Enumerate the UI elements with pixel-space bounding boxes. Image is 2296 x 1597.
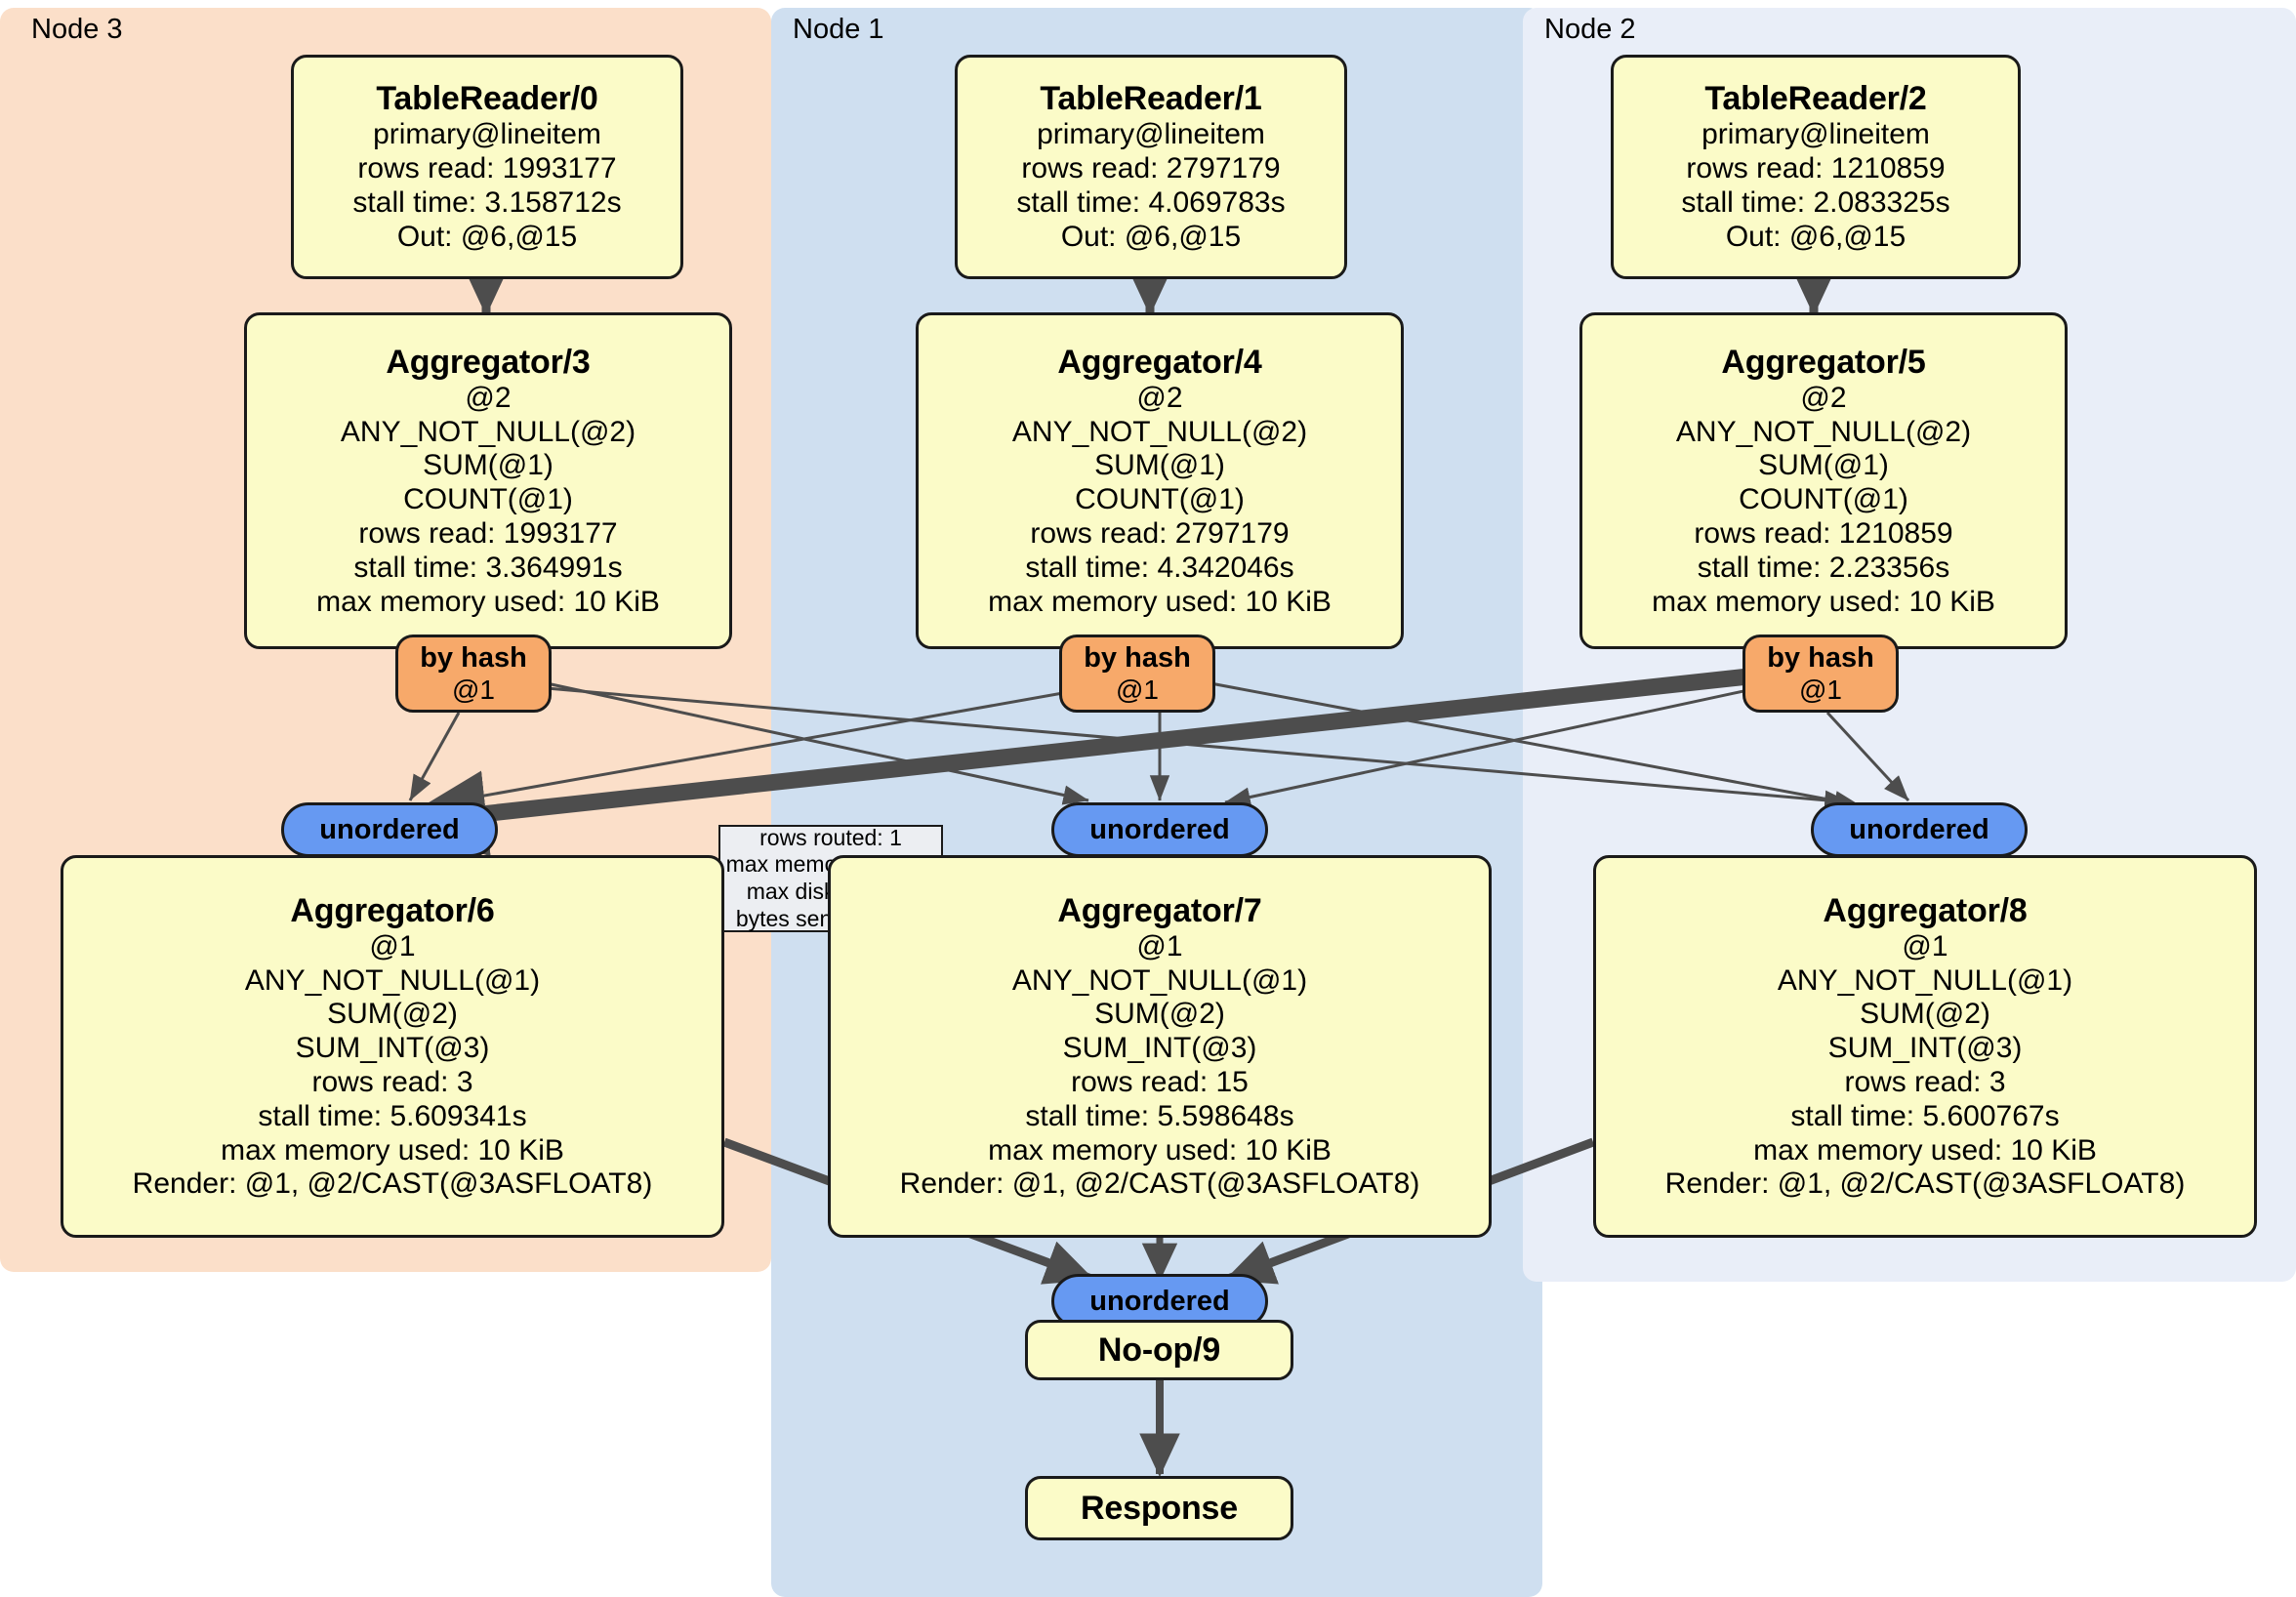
node-detail-line: rows read: 2797179 — [1021, 152, 1281, 185]
node-detail-line: @2 — [1136, 381, 1183, 414]
node-title: Aggregator/7 — [1057, 891, 1262, 929]
node-detail-line: primary@lineitem — [1702, 118, 1930, 151]
cluster-label-node1: Node 1 — [793, 14, 884, 45]
node-detail-line: SUM_INT(@3) — [1827, 1032, 2023, 1065]
node-detail-line: Render: @1, @2/CAST(@3ASFLOAT8) — [132, 1167, 653, 1201]
node-detail-line: rows read: 1993177 — [357, 152, 617, 185]
stream-unordered-6[interactable]: unordered — [281, 802, 498, 857]
node-detail-line: stall time: 3.158712s — [352, 186, 622, 220]
node-detail-line: ANY_NOT_NULL(@2) — [1011, 415, 1308, 448]
node-detail-line: rows read: 2797179 — [1030, 516, 1290, 550]
router-label: by hash — [1767, 642, 1874, 675]
node-title: TableReader/1 — [1040, 80, 1262, 118]
node-detail-line: @2 — [1800, 381, 1847, 414]
cluster-label-node2: Node 2 — [1544, 14, 1636, 45]
router-by-hash-5[interactable]: by hash @1 — [1742, 635, 1899, 713]
router-column: @1 — [452, 674, 495, 705]
node-detail-line: stall time: 2.083325s — [1681, 186, 1950, 220]
node-detail-line: Render: @1, @2/CAST(@3ASFLOAT8) — [899, 1167, 1420, 1201]
node-detail-line: @1 — [369, 929, 416, 962]
node-title: TableReader/2 — [1704, 80, 1927, 118]
node-detail-line: rows read: 3 — [1844, 1066, 2006, 1099]
node-detail-line: stall time: 2.23356s — [1697, 551, 1950, 584]
node-detail-line: Out: @6,@15 — [1725, 220, 1906, 253]
node-title: No-op/9 — [1097, 1331, 1221, 1369]
node-detail-line: ANY_NOT_NULL(@1) — [1777, 963, 2073, 997]
node-tablereader-1[interactable]: TableReader/1 primary@lineitem rows read… — [955, 55, 1347, 279]
node-detail-line: SUM(@1) — [423, 449, 554, 482]
node-detail-line: ANY_NOT_NULL(@2) — [340, 415, 636, 448]
node-title: TableReader/0 — [376, 80, 598, 118]
node-detail-line: stall time: 5.609341s — [258, 1099, 527, 1132]
node-aggregator-5[interactable]: Aggregator/5 @2 ANY_NOT_NULL(@2) SUM(@1)… — [1579, 312, 2068, 649]
node-title: Aggregator/4 — [1057, 343, 1262, 381]
node-detail-line: Out: @6,@15 — [396, 220, 578, 253]
node-detail-line: stall time: 4.342046s — [1025, 551, 1294, 584]
node-detail-line: rows read: 1210859 — [1694, 516, 1953, 550]
stream-unordered-8[interactable]: unordered — [1811, 802, 2028, 857]
node-detail-line: ANY_NOT_NULL(@2) — [1675, 415, 1972, 448]
node-detail-line: SUM(@1) — [1094, 449, 1225, 482]
node-title: Aggregator/8 — [1823, 891, 2028, 929]
node-aggregator-7[interactable]: Aggregator/7 @1 ANY_NOT_NULL(@1) SUM(@2)… — [828, 855, 1492, 1238]
node-detail-line: max memory used: 10 KiB — [988, 1133, 1332, 1167]
node-detail-line: @1 — [1902, 929, 1948, 962]
cluster-label-node3: Node 3 — [31, 14, 123, 45]
node-detail-line: Render: @1, @2/CAST(@3ASFLOAT8) — [1664, 1167, 2186, 1201]
router-by-hash-3[interactable]: by hash @1 — [395, 635, 552, 713]
node-detail-line: primary@lineitem — [1037, 118, 1265, 151]
node-detail-line: stall time: 4.069783s — [1016, 186, 1286, 220]
node-detail-line: rows read: 3 — [311, 1066, 473, 1099]
stream-unordered-7[interactable]: unordered — [1051, 802, 1268, 857]
node-detail-line: COUNT(@1) — [1075, 483, 1245, 516]
node-aggregator-4[interactable]: Aggregator/4 @2 ANY_NOT_NULL(@2) SUM(@1)… — [916, 312, 1404, 649]
node-detail-line: ANY_NOT_NULL(@1) — [1011, 963, 1308, 997]
node-title: Aggregator/5 — [1721, 343, 1926, 381]
node-detail-line: rows read: 15 — [1071, 1066, 1249, 1099]
node-detail-line: @1 — [1136, 929, 1183, 962]
node-aggregator-3[interactable]: Aggregator/3 @2 ANY_NOT_NULL(@2) SUM(@1)… — [244, 312, 732, 649]
router-column: @1 — [1799, 674, 1842, 705]
node-detail-line: max memory used: 10 KiB — [988, 585, 1332, 618]
node-detail-line: COUNT(@1) — [1739, 483, 1908, 516]
node-title: Aggregator/6 — [290, 891, 495, 929]
router-label: by hash — [1084, 642, 1191, 675]
node-detail-line: @2 — [465, 381, 512, 414]
node-detail-line: stall time: 5.598648s — [1025, 1099, 1294, 1132]
node-detail-line: SUM(@1) — [1758, 449, 1889, 482]
node-detail-line: rows read: 1993177 — [358, 516, 618, 550]
node-tablereader-0[interactable]: TableReader/0 primary@lineitem rows read… — [291, 55, 683, 279]
node-no-op-9[interactable]: No-op/9 — [1025, 1320, 1293, 1380]
node-tablereader-2[interactable]: TableReader/2 primary@lineitem rows read… — [1611, 55, 2021, 279]
node-detail-line: rows read: 1210859 — [1686, 152, 1946, 185]
node-detail-line: stall time: 3.364991s — [353, 551, 623, 584]
node-detail-line: ANY_NOT_NULL(@1) — [244, 963, 541, 997]
node-detail-line: SUM(@2) — [327, 998, 458, 1031]
node-detail-line: SUM(@2) — [1860, 998, 1990, 1031]
node-aggregator-8[interactable]: Aggregator/8 @1 ANY_NOT_NULL(@1) SUM(@2)… — [1593, 855, 2257, 1238]
note-line: rows routed: 1 — [759, 824, 902, 850]
node-detail-line: SUM_INT(@3) — [295, 1032, 490, 1065]
node-detail-line: max memory used: 10 KiB — [1652, 585, 1995, 618]
node-detail-line: max memory used: 10 KiB — [316, 585, 660, 618]
node-title: Response — [1081, 1489, 1238, 1527]
router-by-hash-4[interactable]: by hash @1 — [1059, 635, 1215, 713]
node-detail-line: stall time: 5.600767s — [1790, 1099, 2060, 1132]
router-column: @1 — [1116, 674, 1159, 705]
node-detail-line: SUM(@2) — [1094, 998, 1225, 1031]
node-title: Aggregator/3 — [386, 343, 591, 381]
router-label: by hash — [420, 642, 527, 675]
node-detail-line: COUNT(@1) — [403, 483, 573, 516]
node-detail-line: max memory used: 10 KiB — [221, 1133, 564, 1167]
node-response[interactable]: Response — [1025, 1476, 1293, 1540]
node-detail-line: max memory used: 10 KiB — [1753, 1133, 2097, 1167]
node-aggregator-6[interactable]: Aggregator/6 @1 ANY_NOT_NULL(@1) SUM(@2)… — [61, 855, 724, 1238]
node-detail-line: Out: @6,@15 — [1060, 220, 1242, 253]
node-detail-line: SUM_INT(@3) — [1062, 1032, 1257, 1065]
node-detail-line: primary@lineitem — [373, 118, 601, 151]
